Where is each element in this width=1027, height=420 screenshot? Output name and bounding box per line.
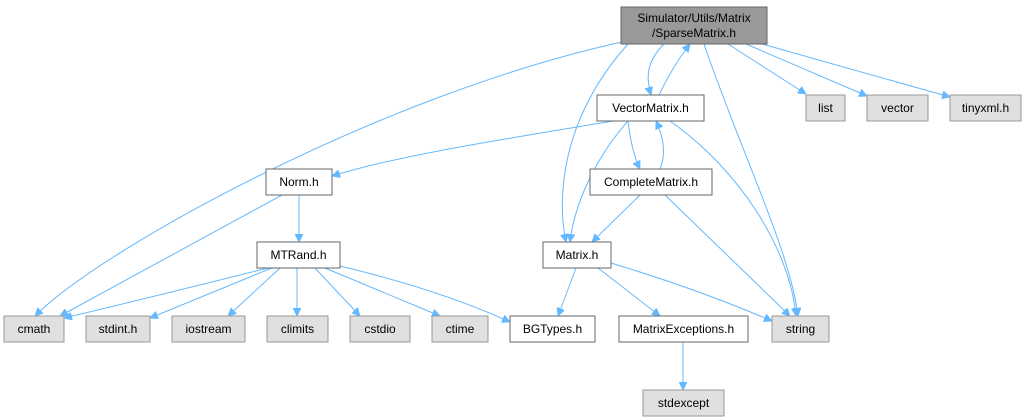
node-box-matrixexceptions bbox=[618, 315, 749, 343]
node-completematrix[interactable]: CompleteMatrix.h bbox=[589, 168, 713, 196]
node-label-string: string bbox=[786, 322, 815, 336]
node-box-norm bbox=[265, 168, 333, 196]
node-label-vectormatrix: VectorMatrix.h bbox=[612, 101, 689, 115]
node-label-vector: vector bbox=[881, 101, 914, 115]
node-box-completematrix bbox=[589, 168, 713, 196]
node-box-climits bbox=[266, 315, 329, 343]
node-box-tinyxml bbox=[949, 94, 1022, 122]
node-label-iostream: iostream bbox=[185, 322, 231, 336]
node-label-norm: Norm.h bbox=[279, 175, 318, 189]
node-norm[interactable]: Norm.h bbox=[265, 168, 333, 196]
edge-completematrix-to-matrix bbox=[592, 194, 641, 242]
node-box-string bbox=[771, 315, 830, 343]
edge-mtrand-to-bgtypes bbox=[339, 265, 510, 322]
node-box-cmath bbox=[3, 315, 65, 343]
edge-norm-to-cmath bbox=[60, 194, 283, 317]
node-label-matrixexceptions: MatrixExceptions.h bbox=[633, 322, 734, 336]
node-box-mtrand bbox=[256, 241, 341, 269]
edge-completematrix-to-vectormatrix bbox=[656, 121, 664, 170]
node-stdexcept: stdexcept bbox=[642, 389, 725, 417]
node-label-root-line-1: /SparseMatrix.h bbox=[652, 26, 736, 40]
edge-matrix-to-bgtypes bbox=[558, 267, 577, 316]
node-label-mtrand: MTRand.h bbox=[270, 248, 326, 262]
node-label-stdexcept: stdexcept bbox=[658, 396, 710, 410]
node-label-matrix: Matrix.h bbox=[556, 248, 599, 262]
node-climits: climits bbox=[266, 315, 329, 343]
edge-mtrand-to-stdint bbox=[150, 267, 273, 318]
edge-matrix-to-string bbox=[610, 262, 772, 321]
node-label-stdint: stdint.h bbox=[99, 322, 138, 336]
node-box-ctime bbox=[431, 315, 489, 343]
edge-root-to-tinyxml bbox=[761, 43, 950, 97]
edge-vectormatrix-to-completematrix bbox=[627, 120, 641, 169]
node-list: list bbox=[805, 94, 846, 122]
node-box-vectormatrix bbox=[596, 94, 705, 122]
edges-layer bbox=[35, 41, 950, 390]
node-box-cstdio bbox=[349, 315, 411, 343]
edge-vectormatrix-to-string bbox=[669, 120, 796, 316]
node-label-root-line-0: Simulator/Utils/Matrix bbox=[637, 11, 750, 25]
node-label-climits: climits bbox=[281, 322, 314, 336]
node-box-bgtypes bbox=[509, 315, 596, 343]
node-box-root bbox=[620, 6, 768, 45]
node-label-tinyxml: tinyxml.h bbox=[962, 101, 1009, 115]
edge-root-to-matrix bbox=[562, 43, 629, 242]
node-label-completematrix: CompleteMatrix.h bbox=[604, 175, 698, 189]
edge-root-to-vectormatrix bbox=[648, 43, 665, 95]
node-string: string bbox=[771, 315, 830, 343]
edge-mtrand-to-cstdio bbox=[314, 267, 360, 316]
node-bgtypes[interactable]: BGTypes.h bbox=[509, 315, 596, 343]
node-cstdio: cstdio bbox=[349, 315, 411, 343]
node-box-stdexcept bbox=[642, 389, 725, 417]
node-box-vector bbox=[866, 94, 929, 122]
edge-root-to-cmath bbox=[35, 41, 623, 316]
node-vector: vector bbox=[866, 94, 929, 122]
edge-root-to-string bbox=[703, 43, 798, 316]
node-mtrand[interactable]: MTRand.h bbox=[256, 241, 341, 269]
node-matrixexceptions[interactable]: MatrixExceptions.h bbox=[618, 315, 749, 343]
node-vectormatrix[interactable]: VectorMatrix.h bbox=[596, 94, 705, 122]
edge-root-to-vector bbox=[745, 43, 867, 96]
nodes-layer: Simulator/Utils/Matrix/SparseMatrix.hVec… bbox=[3, 6, 1022, 417]
node-label-ctime: ctime bbox=[446, 322, 475, 336]
edge-completematrix-to-string bbox=[664, 194, 790, 316]
edge-matrix-to-matrixexceptions bbox=[597, 267, 660, 316]
node-label-bgtypes: BGTypes.h bbox=[523, 322, 582, 336]
node-label-list: list bbox=[818, 101, 833, 115]
node-box-iostream bbox=[171, 315, 246, 343]
node-stdint: stdint.h bbox=[85, 315, 151, 343]
edge-root-to-list bbox=[727, 43, 806, 94]
edge-mtrand-to-iostream bbox=[228, 267, 281, 316]
edge-mtrand-to-ctime bbox=[324, 267, 440, 316]
edge-vectormatrix-to-root bbox=[658, 44, 690, 96]
node-cmath: cmath bbox=[3, 315, 65, 343]
edge-mtrand-to-cmath bbox=[64, 267, 269, 318]
node-ctime: ctime bbox=[431, 315, 489, 343]
node-box-list bbox=[805, 94, 846, 122]
node-iostream: iostream bbox=[171, 315, 246, 343]
node-label-cmath: cmath bbox=[18, 322, 51, 336]
node-label-cstdio: cstdio bbox=[364, 322, 396, 336]
node-box-stdint bbox=[85, 315, 151, 343]
node-root[interactable]: Simulator/Utils/Matrix/SparseMatrix.h bbox=[620, 6, 768, 45]
edge-vectormatrix-to-norm bbox=[332, 120, 614, 176]
node-matrix[interactable]: Matrix.h bbox=[542, 241, 612, 269]
node-tinyxml: tinyxml.h bbox=[949, 94, 1022, 122]
node-box-matrix bbox=[542, 241, 612, 269]
